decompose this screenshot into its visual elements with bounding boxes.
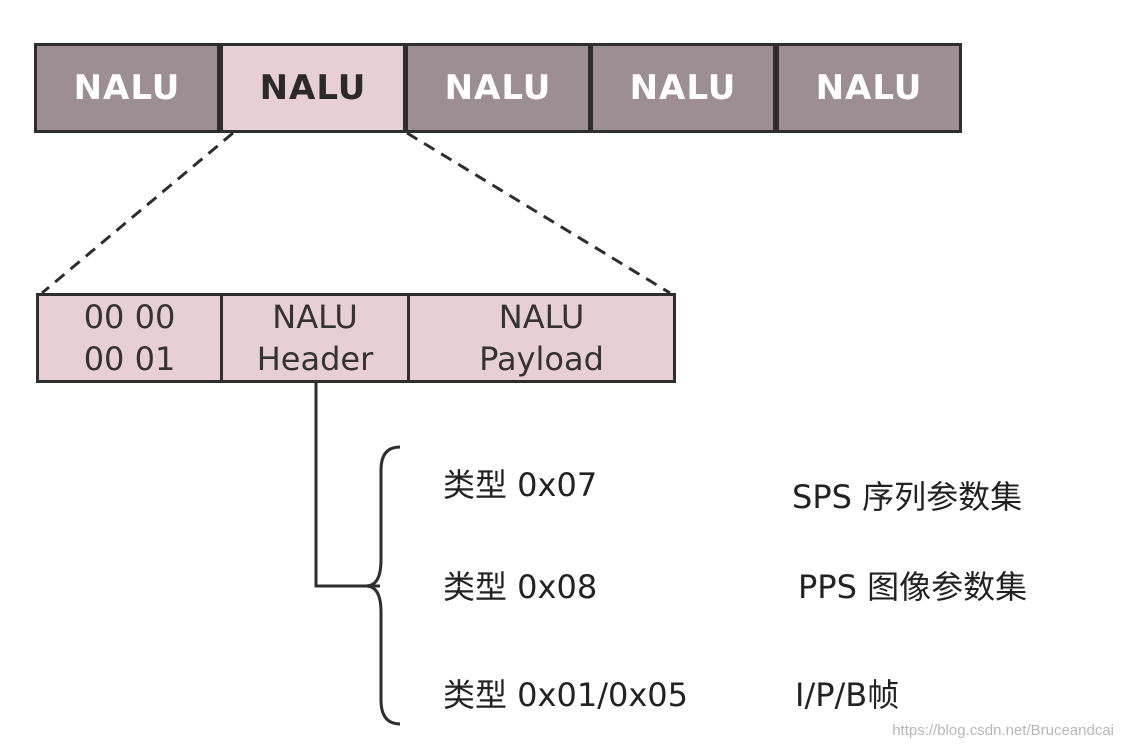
top-nalu-3-label: NALU [444,68,552,108]
type-meaning-frame: I/P/B帧 [795,676,900,714]
header-line-2: Header [256,340,374,378]
expand-dashed-left [41,131,234,295]
expand-dashed-right [406,131,671,295]
curly-brace [365,445,401,726]
top-nalu-5: NALU [776,43,962,133]
type-code-sps: 类型 0x07 [443,466,598,504]
payload-line-1: NALU [498,298,585,336]
payload-line-2: Payload [479,340,604,378]
header-connector [314,383,380,588]
top-nalu-2-highlighted: NALU [220,43,406,133]
type-meaning-sps: SPS 序列参数集 [792,478,1023,516]
nalu-payload-cell: NALU Payload [407,293,676,383]
header-line-1: NALU [272,298,358,336]
type-code-pps: 类型 0x08 [443,568,598,606]
top-nalu-5-label: NALU [815,68,923,108]
start-code-line-2: 00 01 [83,340,176,378]
top-nalu-1: NALU [34,43,220,133]
start-code-cell: 00 00 00 01 [36,293,223,383]
watermark: https://blog.csdn.net/Bruceandcai [892,722,1114,739]
type-code-frame: 类型 0x01/0x05 [443,676,688,714]
type-meaning-pps: PPS 图像参数集 [798,568,1028,606]
top-nalu-1-label: NALU [73,68,181,108]
top-nalu-2-label: NALU [259,68,367,108]
top-nalu-4: NALU [590,43,776,133]
nalu-header-cell: NALU Header [220,293,410,383]
start-code-line-1: 00 00 [83,298,176,336]
top-nalu-3: NALU [405,43,591,133]
top-nalu-4-label: NALU [629,68,737,108]
